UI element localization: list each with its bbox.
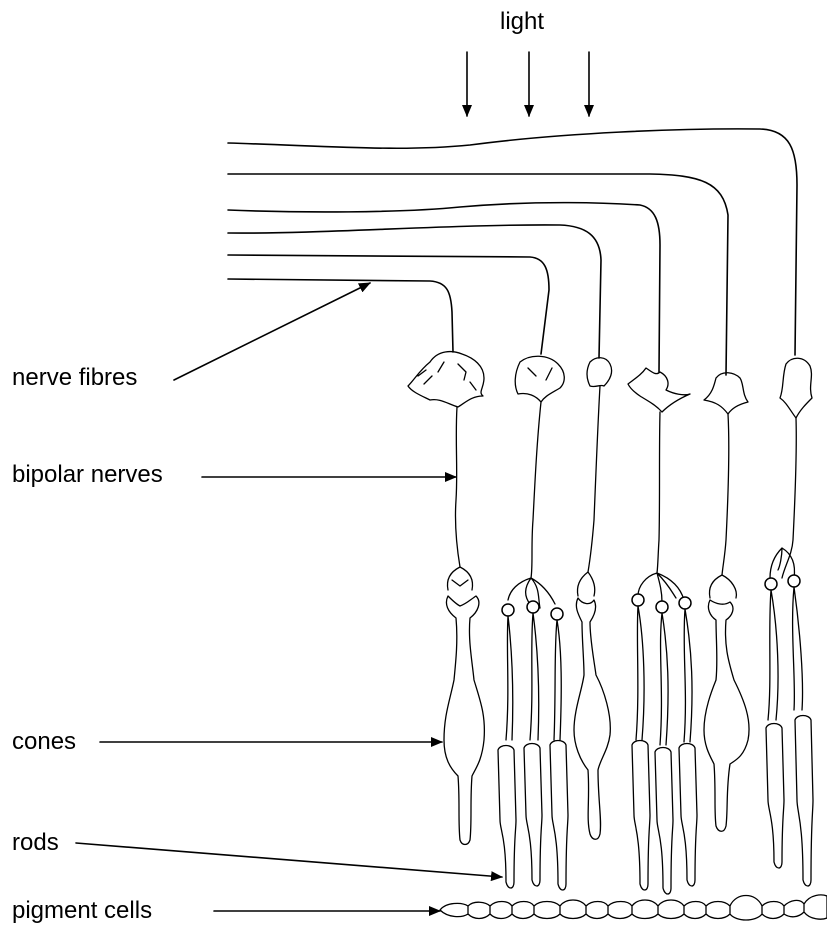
bipolar-nerve xyxy=(722,414,729,575)
pigment-cell-row xyxy=(440,895,827,920)
bipolar-nerve xyxy=(531,402,541,578)
pigment-cells xyxy=(440,895,827,920)
cones xyxy=(444,596,749,845)
ganglion-cells xyxy=(408,352,812,418)
label-cones: cones xyxy=(12,730,76,754)
label-pigment-cells: pigment cells xyxy=(12,899,152,923)
nerve-fibre xyxy=(228,255,549,354)
bipolar-nerve xyxy=(455,407,460,567)
rod-cell xyxy=(524,601,542,886)
cone-cell xyxy=(704,600,749,831)
ganglion-cell xyxy=(587,358,612,387)
rod-cell xyxy=(498,604,516,888)
synapse xyxy=(577,572,594,596)
synapse-clusters xyxy=(448,548,795,608)
bipolar-nerve xyxy=(657,412,660,573)
nerve-fibre xyxy=(228,225,601,358)
rods xyxy=(498,575,813,894)
rod-cell xyxy=(655,601,673,894)
ganglion-cell xyxy=(408,352,484,407)
label-bipolar-nerves: bipolar nerves xyxy=(12,463,163,487)
rod-cell xyxy=(632,594,650,890)
nerve-fibres xyxy=(228,129,797,375)
light-arrows xyxy=(467,52,589,116)
rod-cell xyxy=(550,608,568,890)
rod-cell xyxy=(679,597,697,886)
rod-cell xyxy=(788,575,813,886)
ganglion-cell xyxy=(780,358,812,418)
label-pointers xyxy=(76,283,502,911)
label-nerve-fibres: nerve fibres xyxy=(12,366,137,390)
ganglion-cell xyxy=(704,373,748,414)
cone-cell xyxy=(574,598,610,839)
nerve-fibre xyxy=(228,129,797,355)
synapse xyxy=(638,573,684,602)
rod-cell xyxy=(765,578,784,868)
label-rods: rods xyxy=(12,831,59,855)
nerve-fibre xyxy=(228,203,660,372)
nerve-fibre xyxy=(228,279,453,352)
synapse xyxy=(448,567,473,590)
bipolar-nerves xyxy=(455,386,796,578)
nerve-fibre xyxy=(228,174,728,375)
bipolar-nerve xyxy=(588,386,600,572)
pointer-nerve-fibres xyxy=(174,283,370,380)
label-light: light xyxy=(500,10,544,34)
ganglion-cell xyxy=(628,368,690,412)
cone-cell xyxy=(444,596,484,845)
ganglion-cell xyxy=(515,356,564,402)
pointer-rods xyxy=(76,843,502,877)
synapse xyxy=(710,575,737,598)
